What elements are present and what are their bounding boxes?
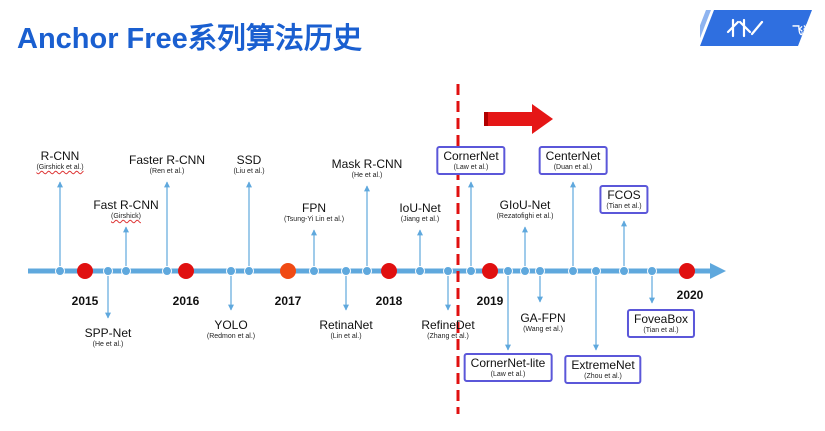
algo-name: CenterNet <box>545 149 601 163</box>
algo-name: Fast R-CNN <box>93 198 159 212</box>
algo-author: (Liu et al.) <box>233 168 265 175</box>
node-sppnet <box>103 266 113 276</box>
algo-author: (Tsung-Yi Lin et al.) <box>283 216 345 223</box>
algo-name: FoveaBox <box>633 312 689 326</box>
year-marker-2016 <box>178 263 194 279</box>
node-foveabox <box>647 266 657 276</box>
node-yolo <box>226 266 236 276</box>
algo-name: FCOS <box>607 188 641 202</box>
algo-author: (Tian et al.) <box>606 203 642 210</box>
algo-author: (Rezatofighi et al.) <box>496 213 554 220</box>
node-fasterrcnn <box>162 266 172 276</box>
algo-author: (Lin et al.) <box>330 333 362 340</box>
algo-name: YOLO <box>214 318 248 332</box>
algo-author: (Jiang et al.) <box>400 216 440 223</box>
year-label-2018: 2018 <box>375 294 403 308</box>
node-extremenet <box>591 266 601 276</box>
algo-name: GA-FPN <box>520 311 566 325</box>
algo-name: CornerNet-lite <box>470 356 546 370</box>
algo-name: Mask R-CNN <box>331 157 403 171</box>
year-label-2019: 2019 <box>476 294 504 308</box>
node-fastrcnn <box>121 266 131 276</box>
algo-author: (Ren et al.) <box>149 168 185 175</box>
algo-maskrcnn: Mask R-CNN (He et al.) <box>332 157 403 180</box>
node-cornernet <box>466 266 476 276</box>
algo-name: RetinaNet <box>319 318 373 332</box>
algo-sppnet: SPP-Net (He et al.) <box>85 326 132 349</box>
year-marker-2017 <box>280 263 296 279</box>
year-marker-2015 <box>77 263 93 279</box>
algo-rcnn: R-CNN (Girshick et al.) <box>36 149 83 172</box>
algo-cornernetlite: CornerNet-lite (Law et al.) <box>463 353 553 382</box>
node-rcnn <box>55 266 65 276</box>
algo-name: IoU-Net <box>399 201 441 215</box>
logo-text: 飞桨 <box>792 24 814 37</box>
algo-author: (Law et al.) <box>490 371 526 378</box>
algo-name: RefineDet <box>421 318 475 332</box>
algo-name: FPN <box>301 201 326 215</box>
year-label-2015: 2015 <box>71 294 99 308</box>
algo-author: (Girshick) <box>111 213 141 220</box>
algo-name: CornerNet <box>443 149 499 163</box>
algo-name: R-CNN <box>40 149 80 163</box>
algo-name: GIoU-Net <box>499 198 551 212</box>
node-fpn <box>309 266 319 276</box>
algo-fpn: FPN (Tsung-Yi Lin et al.) <box>284 201 344 224</box>
algo-name: SSD <box>236 153 262 167</box>
slide-title: Anchor Free系列算法历史 <box>17 23 362 55</box>
year-marker-2020 <box>679 263 695 279</box>
algo-ssd: SSD (Liu et al.) <box>233 153 264 176</box>
algo-gafpn: GA-FPN (Wang et al.) <box>520 311 565 334</box>
algo-author: (He et al.) <box>351 172 383 179</box>
node-ssd <box>244 266 254 276</box>
node-giounet <box>520 266 530 276</box>
algo-author: (Tian et al.) <box>643 327 679 334</box>
year-marker-2019 <box>482 263 498 279</box>
algo-name: SPP-Net <box>84 326 132 340</box>
paddle-logo-icon <box>700 10 812 46</box>
year-marker-2018 <box>381 263 397 279</box>
algo-refinedet: RefineDet (Zhang et al.) <box>421 318 474 341</box>
year-label-2016: 2016 <box>172 294 200 308</box>
node-cornernetlite <box>503 266 513 276</box>
algo-cornernet: CornerNet (Law et al.) <box>436 146 506 175</box>
algo-name: ExtremeNet <box>571 358 635 372</box>
algo-giounet: GIoU-Net (Rezatofighi et al.) <box>497 198 554 221</box>
algo-foveabox: FoveaBox (Tian et al.) <box>626 309 696 338</box>
algo-retinanet: RetinaNet (Lin et al.) <box>319 318 372 341</box>
algo-extremenet: ExtremeNet (Zhou et al.) <box>564 355 642 384</box>
algo-yolo: YOLO (Redmon et al.) <box>207 318 255 341</box>
algo-author: (Girshick et al.) <box>36 164 84 171</box>
year-label-2017: 2017 <box>274 294 302 308</box>
algo-fastrcnn: Fast R-CNN (Girshick) <box>93 198 158 221</box>
algo-author: (Zhang et al.) <box>427 333 469 340</box>
node-fcos <box>619 266 629 276</box>
node-gafpn <box>535 266 545 276</box>
algo-fcos: FCOS (Tian et al.) <box>599 185 649 214</box>
algo-author: (Redmon et al.) <box>206 333 256 340</box>
anchor-free-direction-arrow-icon <box>484 104 553 134</box>
algo-author: (Law et al.) <box>453 164 489 171</box>
algo-author: (Zhou et al.) <box>584 373 622 380</box>
node-retinanet <box>341 266 351 276</box>
algo-fasterrcnn: Faster R-CNN (Ren et al.) <box>129 153 205 176</box>
node-maskrcnn <box>362 266 372 276</box>
algo-centernet: CenterNet (Duan et al.) <box>538 146 608 175</box>
node-centernet <box>568 266 578 276</box>
node-refinedet <box>443 266 453 276</box>
timeline-axis-arrowhead <box>710 263 726 279</box>
algo-author: (Wang et al.) <box>523 326 563 333</box>
algo-iounet: IoU-Net (Jiang et al.) <box>399 201 440 224</box>
year-label-2020: 2020 <box>676 288 704 302</box>
algo-author: (Duan et al.) <box>553 164 593 171</box>
algo-author: (He et al.) <box>92 341 124 348</box>
algo-name: Faster R-CNN <box>128 153 206 167</box>
node-iounet <box>415 266 425 276</box>
